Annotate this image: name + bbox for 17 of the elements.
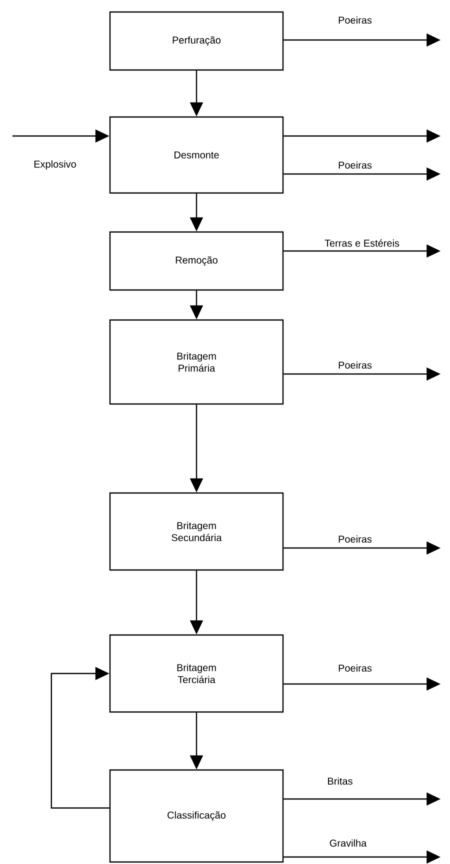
process-box: Britagem Secundária: [109, 492, 284, 571]
process-box: Classificação: [109, 769, 284, 863]
edge-label: Terras e Estéreis: [324, 238, 401, 248]
edge-label: Gravilha: [328, 838, 368, 848]
edge-label: Poeiras: [337, 663, 373, 673]
process-box: Desmonte: [109, 116, 284, 194]
process-box: Remoção: [109, 231, 284, 291]
edge-label: Explosivo: [32, 159, 78, 171]
process-box: Britagem Primária: [109, 319, 284, 405]
edge-label: Britas: [326, 776, 354, 786]
edge-label: Poeiras: [337, 534, 373, 544]
edge-label: Poeiras: [337, 360, 373, 370]
arrow: [50, 666, 110, 809]
process-box: Perfuração: [109, 11, 284, 71]
process-box: Britagem Terciária: [109, 634, 284, 713]
edge-label: Poeiras: [337, 15, 373, 25]
edge-label: Poeiras: [337, 160, 373, 170]
